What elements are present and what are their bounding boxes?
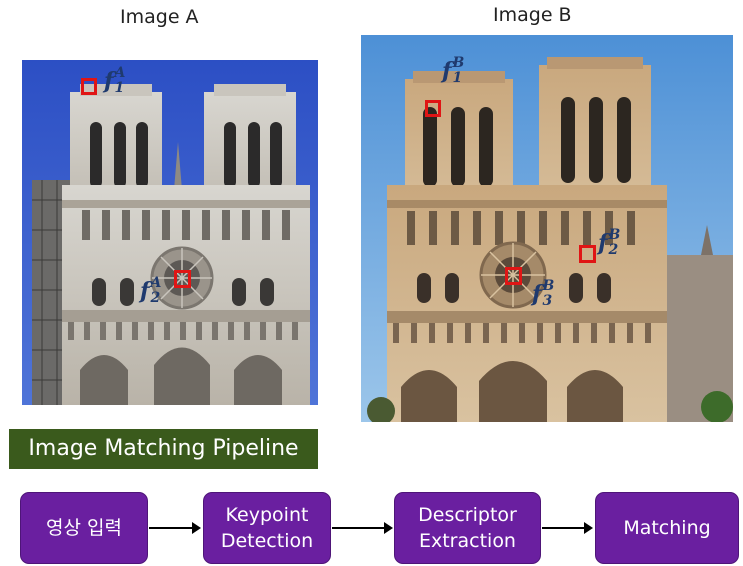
arrow-1 <box>149 522 201 534</box>
step-image-input: 영상 입력 <box>20 492 148 564</box>
cathedral-a-illustration <box>22 60 318 405</box>
image-b-photo <box>361 35 733 422</box>
step-matching: Matching <box>595 492 739 564</box>
keypoint-b1-box <box>425 100 441 117</box>
step-keypoint-detection: Keypoint Detection <box>203 492 331 564</box>
image-b-title: Image B <box>493 4 572 26</box>
step-matching-label: Matching <box>623 517 711 539</box>
keypoint-b2-box <box>579 245 596 263</box>
step-image-input-label: 영상 입력 <box>46 517 122 539</box>
image-a-title: Image A <box>120 6 199 28</box>
step-descriptor-extraction: Descriptor Extraction <box>394 492 541 564</box>
arrow-3 <box>542 522 593 534</box>
keypoint-a2-box <box>174 270 191 288</box>
step-keypoint-detection-line2: Detection <box>220 530 314 552</box>
step-descriptor-extraction-line2: Extraction <box>418 530 516 552</box>
arrow-2 <box>332 522 393 534</box>
cathedral-b-illustration <box>361 35 733 422</box>
step-keypoint-detection-line1: Keypoint <box>225 504 309 526</box>
step-descriptor-extraction-line1: Descriptor <box>418 504 517 526</box>
image-a-photo <box>22 60 318 405</box>
keypoint-a1-box <box>81 78 97 95</box>
pipeline-banner: Image Matching Pipeline <box>9 429 318 469</box>
keypoint-b3-box <box>505 267 522 285</box>
